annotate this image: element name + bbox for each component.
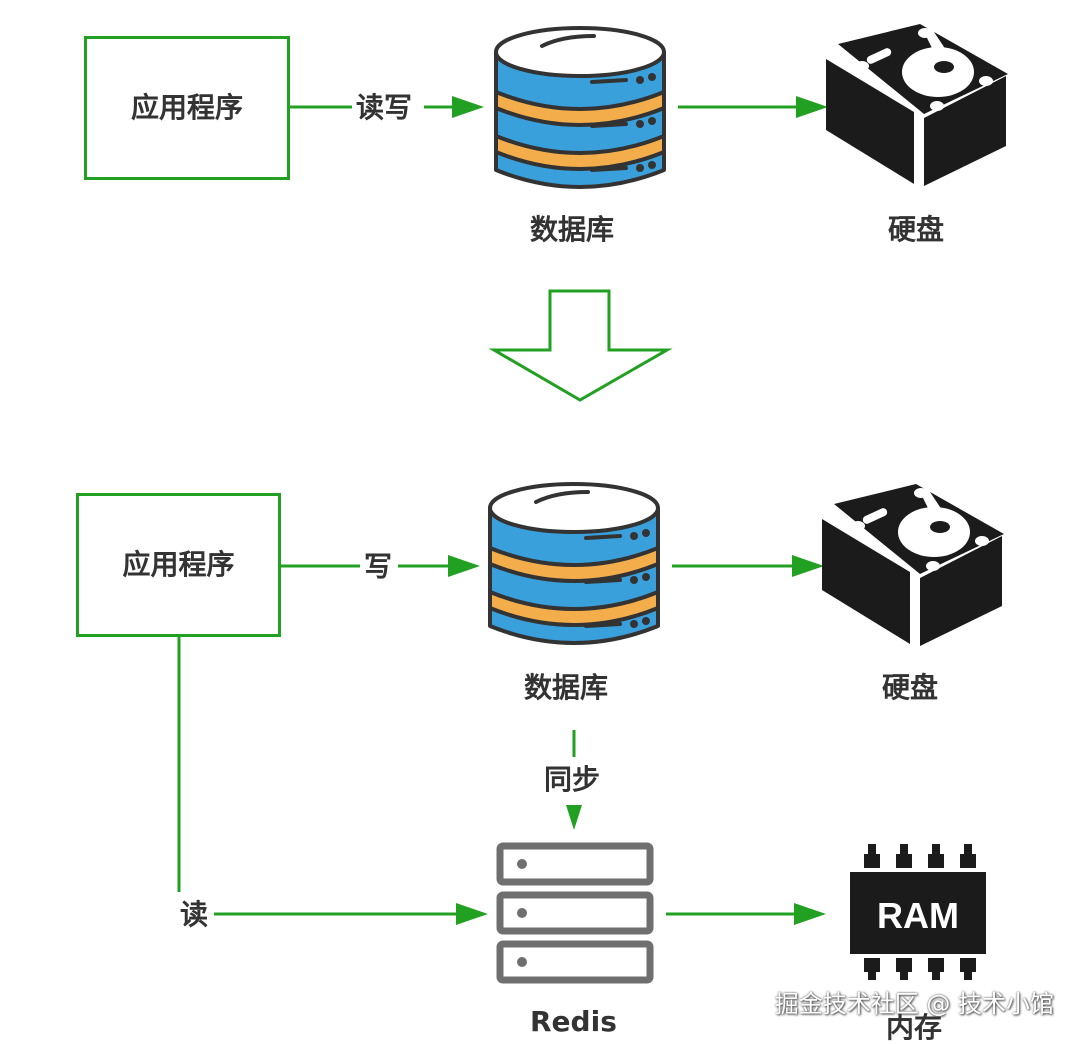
edge-redis-memory-arrowhead (794, 903, 826, 925)
edge-db-disk-bottom-arrowhead (792, 555, 824, 577)
edge-app-redis-label: 读 (180, 898, 209, 931)
database-icon (494, 26, 666, 189)
hard-disk-icon (822, 484, 1004, 646)
after-database-label: 数据库 (524, 671, 609, 704)
hard-disk-icon (826, 24, 1008, 186)
before-app-label: 应用程序 (130, 91, 243, 124)
watermark: 掘金技术社区 @ 技术小馆 (774, 990, 1054, 1018)
memory-label: 内存 (886, 1011, 943, 1044)
ram-chip-icon: RAM (850, 844, 986, 980)
edge-db-redis-label: 同步 (544, 763, 601, 796)
after-app-box: 应用程序 (76, 493, 281, 637)
before-app-box: 应用程序 (84, 36, 290, 180)
edge-db-redis-arrowhead (566, 805, 582, 830)
database-icon (488, 482, 660, 645)
ram-chip-text: RAM (877, 895, 959, 936)
edge-app-db-top-arrowhead (452, 96, 484, 118)
edge-db-disk-top-arrowhead (796, 96, 828, 118)
server-stack-icon (496, 842, 654, 984)
edge-app-redis-arrowhead (456, 903, 488, 925)
redis-label: Redis (530, 1005, 617, 1038)
before-database-label: 数据库 (530, 213, 615, 246)
edge-app-db-bottom-arrowhead (448, 555, 480, 577)
down-arrow-icon (488, 289, 673, 402)
after-app-label: 应用程序 (122, 548, 235, 581)
after-edge-app-db-label: 写 (364, 550, 393, 583)
before-disk-label: 硬盘 (888, 213, 945, 246)
after-disk-label: 硬盘 (882, 671, 939, 704)
before-edge-app-db-label: 读写 (356, 91, 413, 124)
